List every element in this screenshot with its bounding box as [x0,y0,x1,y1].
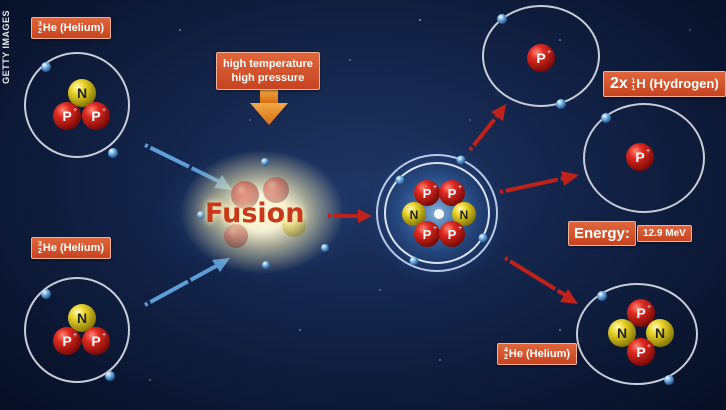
svg-text:P: P [635,149,644,165]
proton: P+ [414,221,440,247]
svg-text:P: P [62,333,71,349]
electron [321,244,329,252]
electron [105,371,115,381]
energy-label: Energy: [568,221,636,246]
intermediate-nucleus: P+ P+ N N P+ P+ [362,138,512,288]
electron [197,211,205,219]
electron [261,158,269,166]
proton-charge: + [73,107,77,114]
conditions-label: high temperature high pressure [216,52,320,90]
proton: P+ [439,221,465,247]
proton: P+ [53,102,81,130]
electron [478,233,488,243]
svg-text:P: P [448,186,457,201]
svg-text:P: P [636,344,645,360]
neutron: N [68,79,96,107]
hydrogen-atom-top: P+ [482,5,600,109]
fusion-title: Fusion [205,198,305,229]
helium3-atom-bottom: N P+ P+ [24,277,130,383]
proton-charge: + [647,304,651,311]
helium4-atom: P+ N N P+ [576,283,698,385]
neutron: N [68,304,96,332]
svg-text:N: N [77,85,87,101]
star-field [149,19,691,381]
proton-charge: + [458,225,462,232]
proton-charge: + [646,148,650,155]
proton-charge: + [73,332,77,339]
proton-charge: + [433,225,437,232]
svg-text:P: P [448,227,457,242]
svg-text:N: N [460,208,469,222]
electron [497,14,507,24]
proton-charge: + [102,332,106,339]
electron [41,289,51,299]
proton: P+ [82,327,110,355]
helium3-atom-top: N P+ P+ [24,52,130,158]
electron [601,113,611,123]
proton: P+ [527,44,555,72]
energy-value: 12.9 MeV [637,225,692,242]
electron [597,291,607,301]
electron [41,62,51,72]
conditions-arrow [250,89,288,125]
neutron: N [452,202,476,226]
neutron: N [646,319,674,347]
svg-text:P: P [62,108,71,124]
output-arrows [468,104,579,304]
svg-text:P: P [636,305,645,321]
proton: P+ [626,143,654,171]
electron [395,175,405,185]
proton-charge: + [433,184,437,191]
proton: P+ [439,180,465,206]
proton: P+ [82,102,110,130]
hydrogen-atom-middle: P+ [583,103,705,213]
proton: P+ [627,338,655,366]
svg-text:N: N [655,325,665,341]
neutron: N [402,202,426,226]
svg-text:P: P [91,333,100,349]
electron [262,261,270,269]
electron [456,155,466,165]
electron [664,375,674,385]
svg-text:P: P [91,108,100,124]
svg-text:P: P [423,186,432,201]
proton: P+ [414,180,440,206]
proton-charge: + [102,107,106,114]
proton-charge: + [647,343,651,350]
svg-text:P: P [536,50,545,66]
svg-text:N: N [410,208,419,222]
fusion-burst [152,144,372,284]
proton-charge: + [458,184,462,191]
proton-charge: + [547,49,551,56]
electron [108,148,118,158]
proton: P+ [627,299,655,327]
svg-text:N: N [617,325,627,341]
neutron: N [608,319,636,347]
svg-text:P: P [423,227,432,242]
svg-text:N: N [77,310,87,326]
electron [556,99,566,109]
proton: P+ [53,327,81,355]
electron [409,256,419,266]
getty-watermark: GETTY IMAGES [1,10,11,84]
